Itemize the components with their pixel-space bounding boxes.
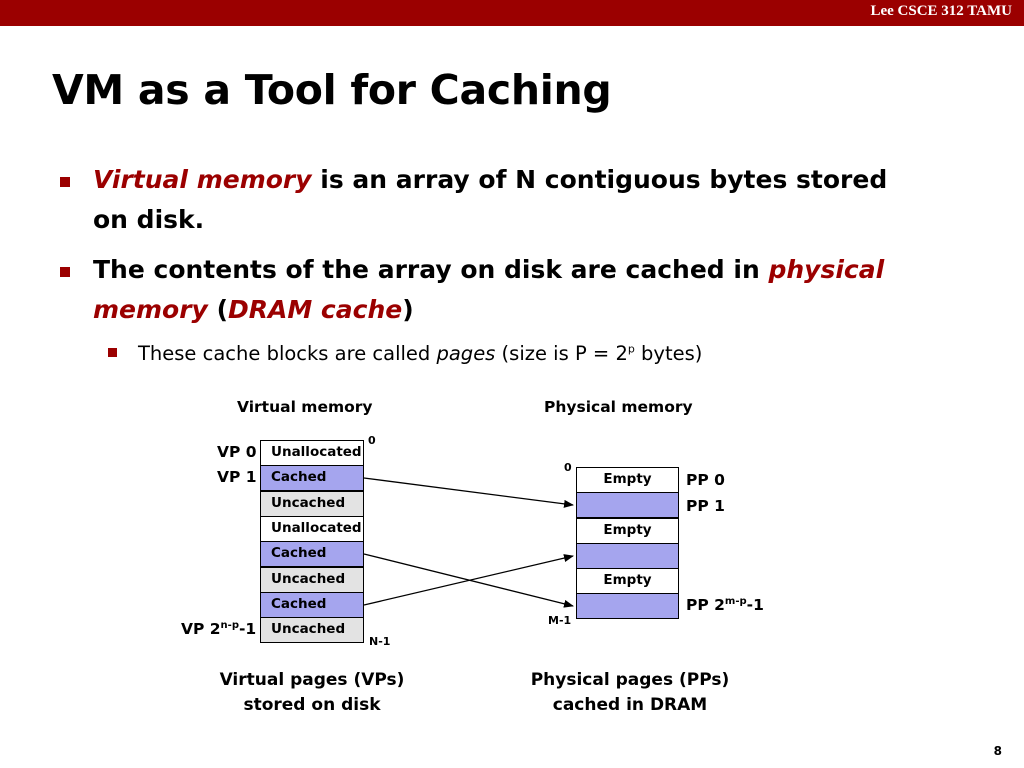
vp1-label: VP 1 [217, 468, 257, 486]
virtual-page: Cached [260, 541, 364, 567]
bullet-marker [60, 177, 70, 187]
physical-end-label: M-1 [548, 614, 572, 627]
paren-close: ) [402, 295, 414, 324]
caption-virtual-line2: stored on disk [243, 695, 381, 715]
virtual-page: Unallocated [260, 440, 364, 466]
virtual-end-label: N-1 [369, 635, 391, 648]
bullet-1-line2: on disk. [93, 205, 205, 234]
term-dram-cache: DRAM cache [228, 295, 403, 324]
virtual-page: Unallocated [260, 516, 364, 542]
virtual-page: Uncached [260, 567, 364, 593]
vp-last-b: -1 [238, 620, 257, 639]
virtual-start-label: 0 [368, 434, 376, 447]
virtual-page: Cached [260, 592, 364, 618]
term-memory: memory [93, 295, 208, 324]
bullet-2-text: The contents of the array on disk are ca… [93, 255, 769, 284]
term-pages: pages [436, 342, 496, 365]
physical-memory-heading: Physical memory [544, 398, 693, 416]
pp-last-label: PP 2m-p-1 [686, 596, 764, 614]
bullet-marker [60, 267, 70, 277]
virtual-page: Uncached [260, 491, 364, 517]
physical-page [576, 492, 679, 518]
sub-bullet-marker [108, 348, 117, 357]
pp-last-sup: m-p [724, 596, 747, 607]
caption-physical-line1: Physical pages (PPs) [530, 670, 730, 690]
arrow-vp1-to-pp1 [363, 477, 574, 508]
caption-virtual-line1: Virtual pages (VPs) [219, 670, 405, 690]
term-virtual-memory: Virtual memory [93, 165, 312, 194]
course-credit: Lee CSCE 312 TAMU [870, 3, 1012, 19]
caption-virtual: Virtual pages (VPs) stored on disk [196, 668, 428, 718]
virtual-page: Cached [260, 465, 364, 491]
physical-start-label: 0 [564, 461, 572, 474]
bullet-2: The contents of the array on disk are ca… [93, 250, 884, 290]
physical-page [576, 593, 679, 619]
pp-last-b: -1 [746, 596, 764, 615]
arrow-vp6-to-pp3 [363, 554, 574, 606]
sub-sup: p [627, 342, 635, 356]
pp0-label: PP 0 [686, 471, 725, 489]
paren-open: ( [207, 295, 228, 324]
physical-page [576, 543, 679, 569]
virtual-memory-heading: Virtual memory [237, 398, 373, 416]
virtual-page: Uncached [260, 617, 364, 643]
caption-physical: Physical pages (PPs) cached in DRAM [510, 668, 750, 718]
bullet-1-text: is an array of N contiguous bytes stored [311, 165, 888, 194]
vp-last-a: VP 2 [181, 620, 221, 639]
pp-last-a: PP 2 [686, 596, 725, 615]
caption-physical-line2: cached in DRAM [552, 695, 708, 715]
term-physical: physical [768, 255, 885, 284]
pp1-label: PP 1 [686, 497, 725, 515]
header-bar: Lee CSCE 312 TAMU [0, 0, 1024, 26]
bullet-2-line2: memory (DRAM cache) [93, 290, 414, 330]
physical-page: Empty [576, 467, 679, 493]
sub-bullet: These cache blocks are called pages (siz… [108, 342, 703, 365]
vp0-label: VP 0 [217, 443, 257, 461]
vp-last-sup: n-p [220, 620, 239, 631]
sub-text-a: These cache blocks are called [138, 342, 437, 365]
page-number: 8 [993, 744, 1002, 758]
sub-text-c: bytes) [634, 342, 703, 365]
vp-last-label: VP 2n-p-1 [181, 620, 256, 638]
sub-text-b: (size is P = 2 [495, 342, 628, 365]
slide-title: VM as a Tool for Caching [52, 66, 612, 114]
bullet-1: Virtual memory is an array of N contiguo… [93, 160, 887, 200]
